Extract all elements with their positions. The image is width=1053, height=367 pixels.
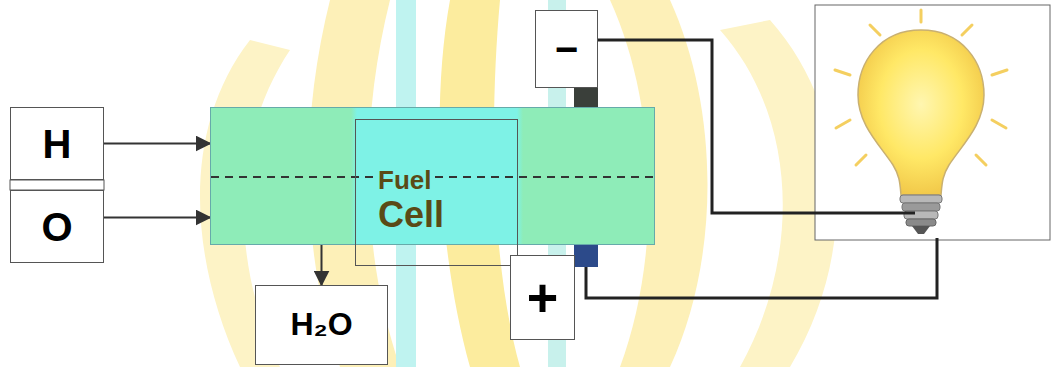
flow-arrow: [104, 143, 210, 145]
output-box: H₂O: [255, 285, 388, 365]
wire: [586, 238, 937, 298]
bulb-frame: [815, 5, 1050, 240]
node-label: −: [555, 27, 578, 71]
positive-terminal: [574, 245, 598, 267]
cell-label: Cell: [376, 195, 446, 235]
flow-arrow: [104, 217, 210, 219]
cell-label: Fuel: [376, 166, 433, 195]
node-label: O: [41, 205, 72, 249]
fuel-cell: FuelCell: [210, 107, 655, 245]
flow-arrow: [321, 245, 323, 285]
polarity-label: −: [535, 10, 598, 88]
node-label: H₂O: [290, 307, 352, 342]
node-label: H: [43, 122, 72, 166]
label-frame: FuelCell: [355, 119, 518, 266]
bulb-glass: [858, 30, 984, 195]
node-label: +: [527, 268, 559, 327]
input-box: O: [10, 190, 104, 263]
negative-terminal: [574, 88, 598, 107]
polarity-label: +: [510, 255, 575, 340]
box-strip: [10, 180, 104, 190]
input-box: H: [10, 107, 104, 180]
